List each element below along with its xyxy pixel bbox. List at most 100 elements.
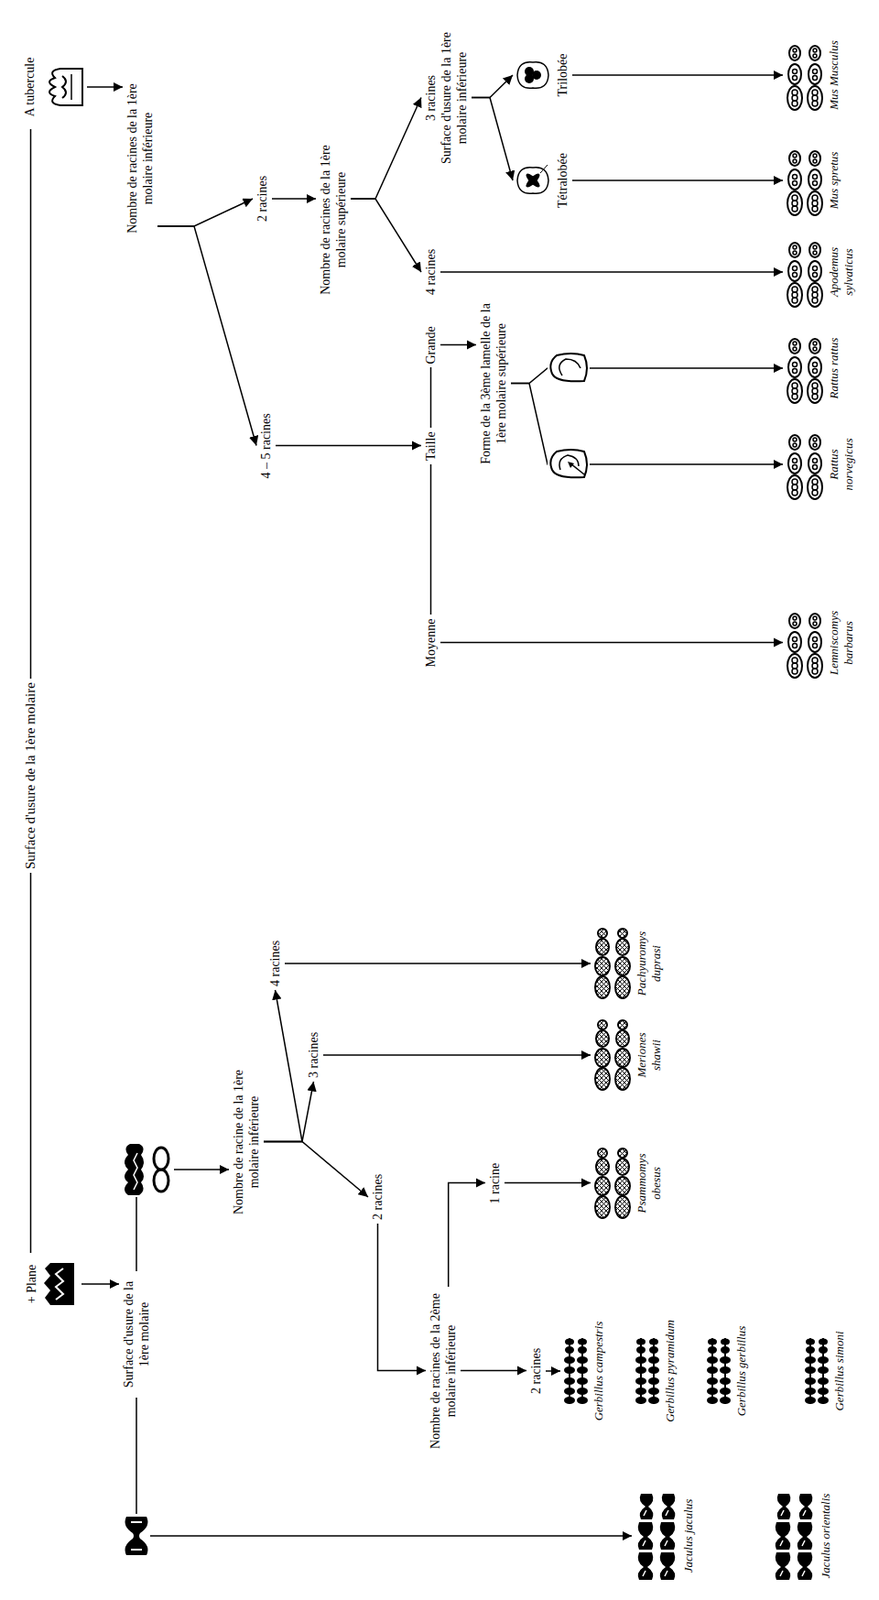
species-node: Mus spretus xyxy=(782,137,844,224)
key-text: Surface d'usure de la 1ère molaire xyxy=(120,1274,152,1394)
figure-ground xyxy=(120,1141,174,1197)
connector-arrow xyxy=(471,97,513,182)
species-name: Gerbillus pyramidum xyxy=(662,1306,678,1435)
connector-arrow xyxy=(263,989,303,1142)
connector-arrow xyxy=(263,1081,315,1142)
species-node: Psammomys obesus xyxy=(590,1139,666,1227)
species-node: Gerbillus campestris xyxy=(560,1302,608,1439)
connector-line xyxy=(430,367,433,428)
species-name: Pachyuromys duprasi xyxy=(634,923,664,1003)
key-label: 3 racinesSurface d'usure de la 1ère mola… xyxy=(421,14,472,183)
connector-arrow xyxy=(440,344,477,347)
plane-tooth xyxy=(43,1262,75,1305)
key-text: Forme de la 3ème lamelle de la 1ère mola… xyxy=(477,299,510,469)
figure-ground xyxy=(547,447,590,481)
key-label: 2 racines xyxy=(252,172,272,226)
molar-rows xyxy=(805,1337,828,1404)
figure-ground xyxy=(514,56,552,94)
key-label: 3 racines xyxy=(303,1028,324,1082)
species-node: Jaculus orientalis xyxy=(769,1476,836,1595)
tubercule-tooth xyxy=(49,68,83,106)
connector-arrow xyxy=(572,179,783,182)
key-text: 3 racines xyxy=(423,18,439,179)
species-name: Gerbillus campestris xyxy=(591,1306,607,1435)
molar-rows xyxy=(787,45,823,110)
key-label: 4 – 5 racines xyxy=(256,409,276,482)
key-text: Moyenne xyxy=(423,618,439,668)
species-name: Meriones shawii xyxy=(634,1015,664,1095)
key-text: Nombre de racines de la 2ème molaire inf… xyxy=(427,1291,459,1452)
species-name: Apodemus sylvaticus xyxy=(826,232,857,312)
species-node: Rattus norvegicus xyxy=(782,421,858,508)
connector-arrow xyxy=(471,75,513,98)
connector-line xyxy=(430,464,433,615)
tooth-cusp xyxy=(62,75,66,98)
figure-ground xyxy=(514,162,552,199)
key-text: 2 racines xyxy=(528,1347,544,1394)
species-node: Pachyuromys duprasi xyxy=(590,920,666,1007)
tooth-loop xyxy=(153,1169,169,1192)
species-name: Mus spretus xyxy=(826,141,842,220)
tooth-outline xyxy=(550,353,587,381)
hourglass-tooth xyxy=(122,1513,151,1558)
connector-arrow xyxy=(81,1282,120,1285)
key-label: Moyenne xyxy=(421,615,441,672)
lamella-outline-rattus xyxy=(547,351,590,385)
key-label: Surface d'usure de la 1ère molaire xyxy=(119,1270,154,1398)
tooth-ridge xyxy=(133,1152,138,1190)
species-name: Jaculus jaculus xyxy=(681,1480,696,1591)
tooth-node: Tétralobée xyxy=(512,143,573,218)
key-text: 2 racines xyxy=(254,175,271,222)
key-label: 4 racines xyxy=(265,936,285,990)
molar-rows xyxy=(787,613,823,678)
key-text: 4 – 5 racines xyxy=(258,412,274,478)
tooth-ridge xyxy=(130,1521,142,1550)
connector-arrow xyxy=(350,198,422,272)
molar-rows xyxy=(787,242,823,307)
trilobed-tooth xyxy=(514,56,552,94)
key-text: 2 racines xyxy=(369,1173,386,1220)
key-text: 4 racines xyxy=(423,249,439,295)
connector-arrow xyxy=(440,641,783,644)
tooth-outline xyxy=(49,68,83,106)
connector-arrow xyxy=(460,1369,527,1372)
tooth-lobe xyxy=(523,171,542,189)
key-label: 1 racine xyxy=(485,1159,505,1208)
connector-arrow xyxy=(448,1182,486,1288)
connector-arrow xyxy=(284,962,591,965)
connector-arrow xyxy=(323,1053,591,1056)
tooth-outline xyxy=(517,62,549,88)
key-text: 1 racine xyxy=(487,1162,503,1205)
tooth-shape xyxy=(124,1143,144,1195)
leader-line xyxy=(540,164,548,174)
key-text: Nombre de racine de la 1ère molaire infé… xyxy=(230,1062,262,1223)
tetralobed-tooth xyxy=(514,162,552,199)
species-node: Meriones shawii xyxy=(590,1011,666,1098)
tooth-node: Trilobée xyxy=(512,38,573,112)
figure-ground xyxy=(547,351,590,385)
tooth-shape xyxy=(125,1516,149,1555)
key-label: 4 racines xyxy=(421,245,441,299)
species-node: Gerbillus gerbillus xyxy=(703,1302,751,1439)
molar-rows xyxy=(595,928,630,999)
connector-arrow xyxy=(350,97,422,200)
molar-rows xyxy=(595,1020,630,1090)
key-text: + Plane xyxy=(23,1256,40,1312)
connector-arrow xyxy=(271,197,316,200)
connector-arrow xyxy=(263,1141,369,1198)
key-label: 2 racines xyxy=(368,1170,388,1224)
key-label: Forme de la 3ème lamelle de la 1ère mola… xyxy=(476,295,511,473)
species-name: Rattus rattus xyxy=(826,328,842,408)
key-text: Trilobée xyxy=(554,42,571,109)
key-label: Nombre de racines de la 1ère molaire sup… xyxy=(315,136,351,304)
tooth-crown xyxy=(43,1262,75,1305)
tooth-line xyxy=(70,74,73,100)
molar-rows xyxy=(787,434,823,500)
species-node: Lemniscomys barbarus xyxy=(782,599,858,686)
connector-arrow xyxy=(504,1182,591,1184)
connector-arrow xyxy=(545,1369,561,1372)
connector-arrow xyxy=(157,198,253,227)
connector-arrow xyxy=(86,86,123,88)
species-name: Mus Musculus xyxy=(826,35,842,115)
